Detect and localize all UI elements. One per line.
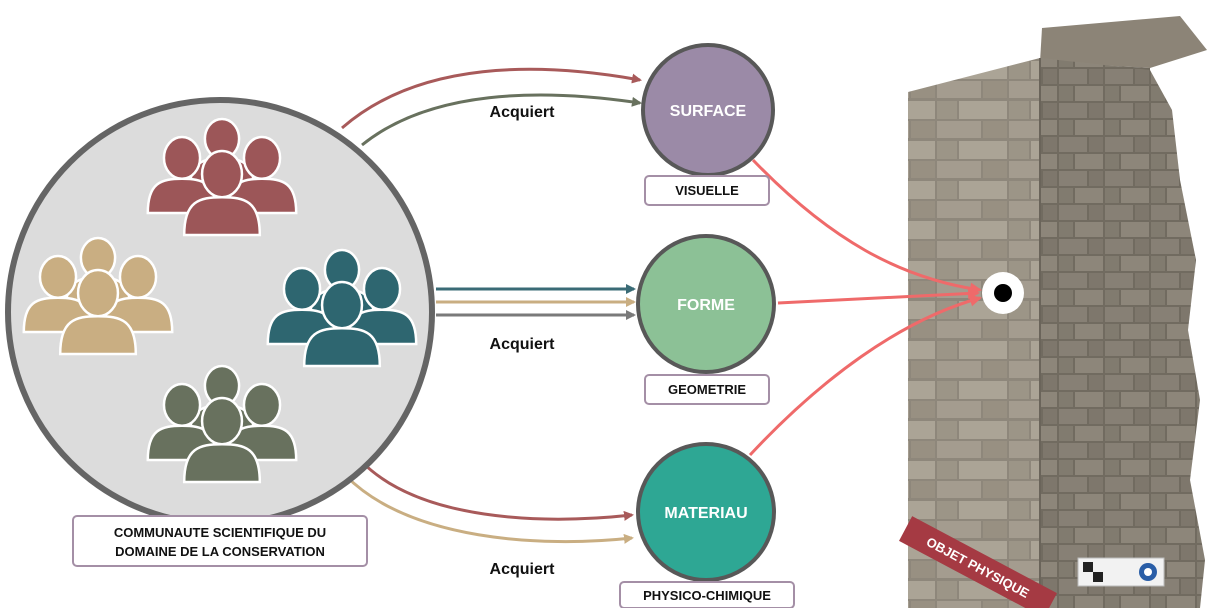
person-left-icon [146, 382, 218, 462]
arrows-middle [436, 284, 636, 320]
arrows-to-object [748, 158, 982, 457]
node-materiau: MATERIAU [636, 442, 776, 582]
node-surface-label: SURFACE [670, 103, 747, 120]
node-materiau-label: MATERIAU [664, 505, 747, 522]
node-materiau-sublabel-box: PHYSICO-CHIMIQUE [619, 581, 795, 608]
arrow-forme-object [777, 287, 980, 305]
arrow-tan-bottom [344, 474, 634, 544]
arrow-olive-top [361, 93, 642, 147]
physical-object-photo [908, 16, 1207, 608]
arrow-surface-object [751, 158, 982, 295]
scale-bar-square [1083, 562, 1093, 572]
community-label-line1: COMMUNAUTE SCIENTIFIQUE DU [114, 525, 326, 540]
node-materiau-sublabel: PHYSICO-CHIMIQUE [643, 588, 771, 603]
node-surface: SURFACE [641, 43, 775, 177]
target-icon [982, 272, 1024, 314]
arrows-top [341, 67, 642, 147]
person-front-icon [58, 268, 138, 356]
people-group-red-icon [146, 117, 298, 237]
node-forme-label: FORME [677, 297, 735, 314]
node-surface-sublabel: VISUELLE [675, 183, 739, 198]
node-forme: FORME [636, 234, 776, 374]
person-front-icon [302, 280, 382, 368]
edge-label-top: Acquiert [490, 104, 556, 121]
arrow-materiau-object [748, 294, 982, 457]
edge-label-bottom: Acquiert [490, 561, 556, 578]
community-label-line2: DOMAINE DE LA CONSERVATION [115, 544, 325, 559]
arrow-red-bottom [360, 460, 634, 521]
scale-bar-square [1093, 572, 1103, 582]
people-group-tan-icon [22, 236, 174, 356]
node-forme-sublabel: GEOMETRIE [668, 382, 746, 397]
community-label-box: COMMUNAUTE SCIENTIFIQUE DU DOMAINE DE LA… [72, 515, 368, 567]
person-front-icon [182, 396, 262, 484]
people-group-teal-icon [266, 248, 418, 368]
edge-label-middle: Acquiert [490, 336, 556, 353]
arrow-red-top [341, 67, 642, 130]
node-surface-sublabel-box: VISUELLE [644, 175, 770, 206]
people-group-olive-icon [146, 364, 298, 484]
person-front-icon [182, 149, 262, 237]
node-forme-sublabel-box: GEOMETRIE [644, 374, 770, 405]
arrows-bottom [344, 460, 634, 544]
